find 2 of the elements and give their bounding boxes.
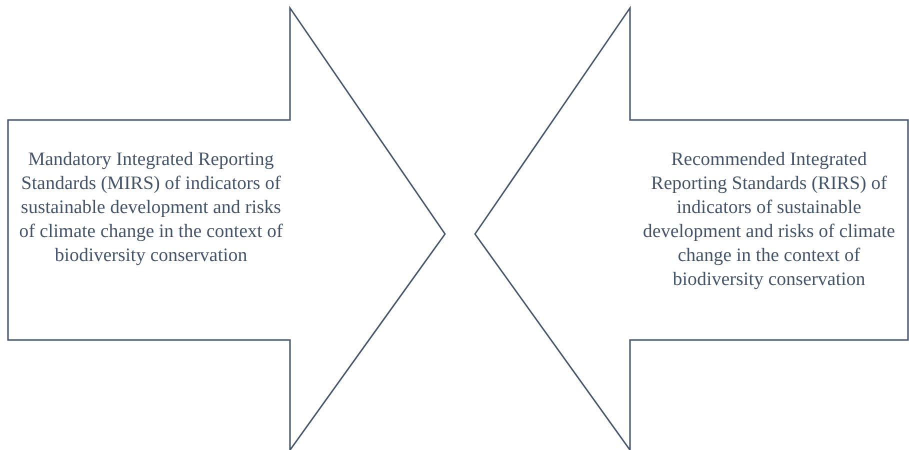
node-text: Recommended Integrated Reporting Standards (RIRS) of indicators of sustainable development and risks of climate change in the context of biodiversity conservation — [642, 148, 896, 292]
node-text: Mandatory Integrated Reporting Standards (MIRS) of indicators of sustainable development and risks of climate change in the context of biodiversity conservation — [18, 148, 284, 268]
